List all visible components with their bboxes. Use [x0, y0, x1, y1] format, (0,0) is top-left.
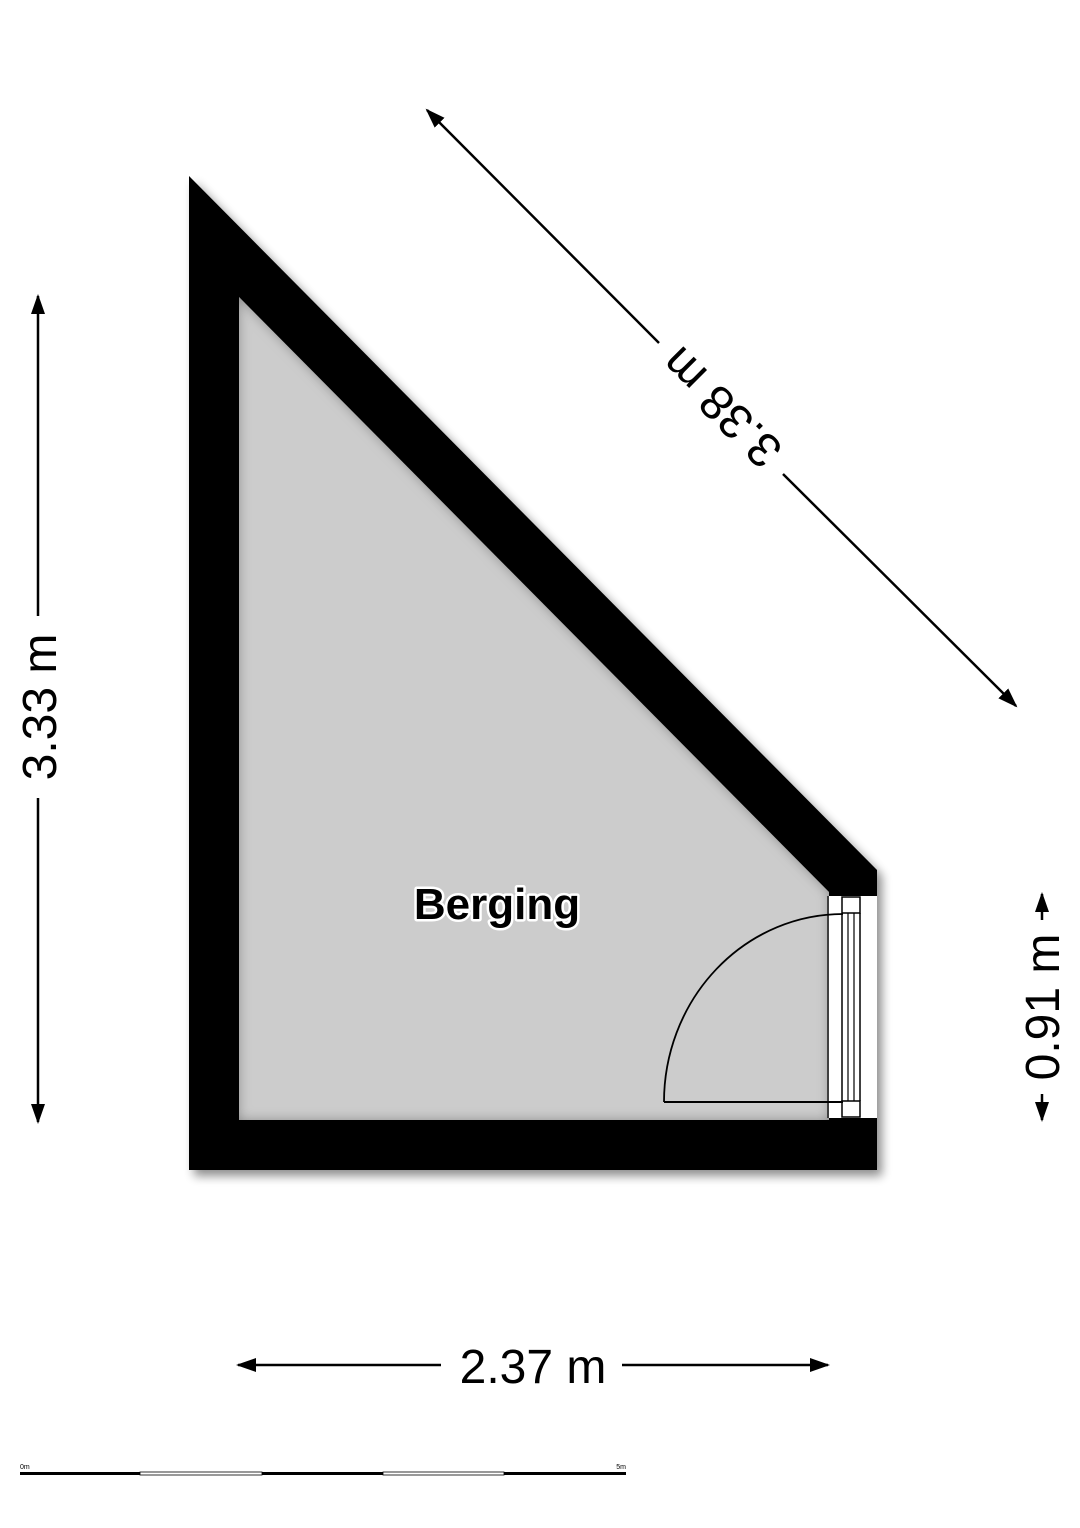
scale-bar-segment [139, 1471, 263, 1476]
door-frame-top [841, 896, 861, 914]
dimension-label: 0.91 m [1017, 934, 1070, 1081]
dimension-label: 2.37 m [460, 1341, 607, 1394]
scale-bar-segment [382, 1471, 505, 1476]
scale-bar-segment [20, 1472, 140, 1475]
scale-bar-start-label: 0m [20, 1464, 30, 1471]
dimension-left-height: 3.33 m [14, 294, 67, 1124]
door [663, 896, 877, 1118]
dimension-right-opening: 0.91 m [1017, 892, 1070, 1122]
door-swing-arc [663, 913, 844, 1103]
room-floor [239, 297, 829, 1120]
dimension-label: 3.38 m [651, 336, 792, 477]
door-opening [827, 896, 877, 1118]
scale-bar-end-label: 5m [616, 1464, 626, 1471]
scale-bar: 0m 5m [20, 1464, 626, 1476]
door-frame-bottom [841, 1100, 861, 1118]
dimension-label: 3.33 m [14, 634, 67, 781]
room-name-label: Berging [414, 880, 580, 929]
scale-bar-segment [504, 1472, 626, 1475]
dimension-line [425, 108, 660, 344]
dimension-line [782, 473, 1018, 708]
scale-bar-segment [262, 1472, 383, 1475]
dimension-bottom-width: 2.37 m [236, 1341, 830, 1394]
